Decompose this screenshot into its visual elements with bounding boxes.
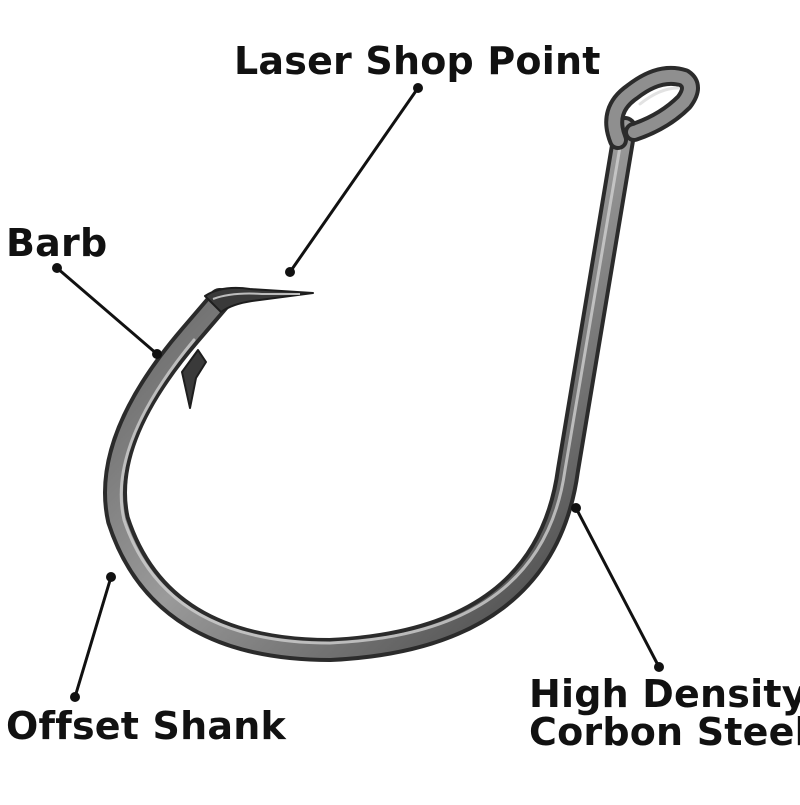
hook-eye [604, 65, 700, 150]
fishing-hook [103, 65, 700, 662]
leader-dot-start [571, 503, 581, 513]
leader-line-steel [571, 503, 664, 672]
leader-dot-start [52, 263, 62, 273]
label-high-density: High Density [529, 672, 800, 716]
leader-dot-end [152, 349, 162, 359]
leader-dot-top [413, 83, 423, 93]
leader-line-offset-shank [70, 572, 116, 702]
label-steel: High Density Corbon Steel [529, 675, 800, 751]
label-corbon-steel: Corbon Steel [529, 710, 800, 754]
leader-dot-end [70, 692, 80, 702]
leader-line-laser-shop-point [285, 83, 423, 277]
leader-dot-start [106, 572, 116, 582]
leader-line-barb [52, 263, 162, 359]
leader-dot-end [654, 662, 664, 672]
label-offset-shank: Offset Shank [6, 704, 286, 748]
label-laser-shop-point: Laser Shop Point [234, 39, 601, 83]
label-barb: Barb [6, 221, 108, 265]
leader-dot-bottom [285, 267, 295, 277]
